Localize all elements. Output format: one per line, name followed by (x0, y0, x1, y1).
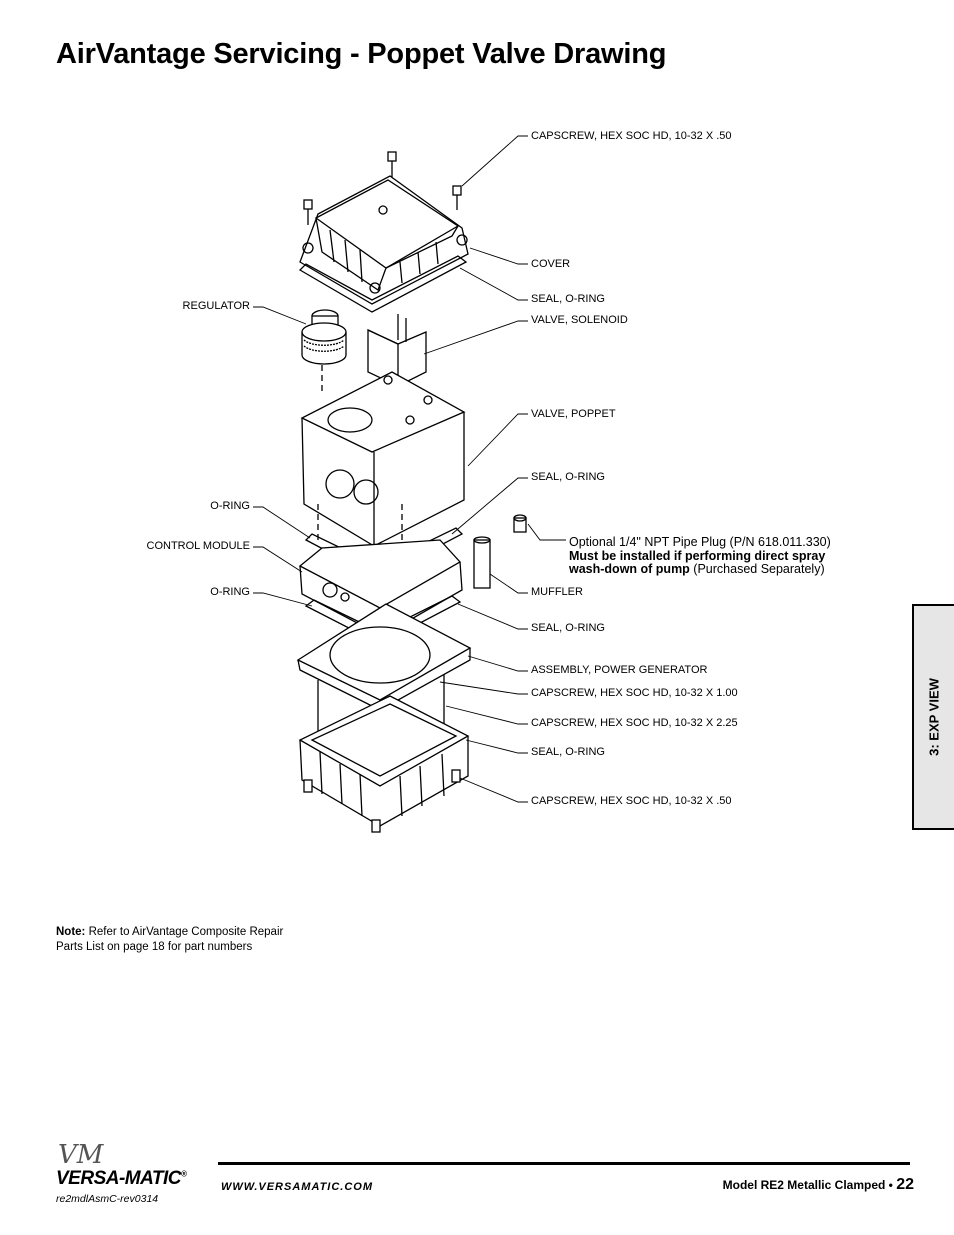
pipe-plug-part (513, 514, 527, 533)
optional-plug-note: Optional 1/4" NPT Pipe Plug (P/N 618.011… (569, 536, 839, 577)
callout-muffler: MUFFLER (531, 586, 583, 598)
callout-seal-oring-2: SEAL, O-RING (531, 471, 605, 483)
logo-brand: VERSA-MATIC (56, 1168, 182, 1189)
muffler-part (473, 536, 491, 589)
side-tab-label: 3: EXP VIEW (926, 678, 942, 756)
callout-cover: COVER (531, 258, 571, 270)
regulator-part (301, 309, 347, 392)
model-name: Model RE2 Metallic Clamped • (722, 1178, 897, 1192)
note-label: Note: (56, 926, 86, 938)
callout-regulator: REGULATOR (182, 300, 250, 312)
versa-matic-logo: VM VERSA-MATIC® (56, 1140, 216, 1190)
poppet-valve-part (300, 371, 466, 580)
note-line1: Refer to AirVantage Composite Repair (85, 926, 284, 938)
optional-plug-line2: Must be installed if performing direct s… (569, 548, 826, 563)
footer-rule (218, 1162, 910, 1165)
logo-reg: ® (181, 1169, 187, 1179)
website-link[interactable]: WWW.VERSAMATIC.COM (221, 1181, 374, 1193)
logo-mark: VM (58, 1140, 104, 1170)
callout-valve-solenoid: VALVE, SOLENOID (531, 314, 628, 326)
callout-oring-1: O-RING (210, 500, 250, 512)
callout-valve-poppet: VALVE, POPPET (531, 408, 616, 420)
capscrew-top-set (303, 151, 462, 225)
optional-plug-line1: Optional 1/4" NPT Pipe Plug (P/N 618.011… (569, 536, 831, 549)
callout-seal-oring-1: SEAL, O-RING (531, 293, 605, 305)
optional-plug-line3-rest: (Purchased Separately) (689, 562, 825, 576)
page-number: 22 (896, 1176, 914, 1193)
callout-oring-2: O-RING (210, 586, 250, 598)
base-part (298, 695, 470, 833)
callout-seal-oring-4: SEAL, O-RING (531, 746, 605, 758)
model-page-footer: Model RE2 Metallic Clamped • 22 (723, 1176, 914, 1194)
page-title: AirVantage Servicing - Poppet Valve Draw… (56, 38, 667, 70)
solenoid-valve-part (367, 314, 427, 410)
note-line2: Parts List on page 18 for part numbers (56, 941, 253, 953)
callout-capscrew-225: CAPSCREW, HEX SOC HD, 10-32 X 2.25 (531, 717, 738, 729)
callout-capscrew-top: CAPSCREW, HEX SOC HD, 10-32 X .50 (531, 130, 732, 142)
callout-control-module: CONTROL MODULE (146, 540, 251, 552)
parts-note: Note: Refer to AirVantage Composite Repa… (56, 925, 283, 955)
callout-capscrew-bottom: CAPSCREW, HEX SOC HD, 10-32 X .50 (531, 795, 732, 807)
seal-oring-top (298, 255, 468, 313)
callout-capscrew-100: CAPSCREW, HEX SOC HD, 10-32 X 1.00 (531, 687, 738, 699)
revision-code: re2mdlAsmC-rev0314 (56, 1193, 159, 1205)
optional-plug-line3-bold: wash-down of pump (569, 562, 690, 576)
side-tab[interactable]: 3: EXP VIEW (912, 604, 954, 830)
callout-seal-oring-3: SEAL, O-RING (531, 622, 605, 634)
callout-power-generator: ASSEMBLY, POWER GENERATOR (531, 664, 708, 676)
leader-lines (253, 135, 566, 803)
